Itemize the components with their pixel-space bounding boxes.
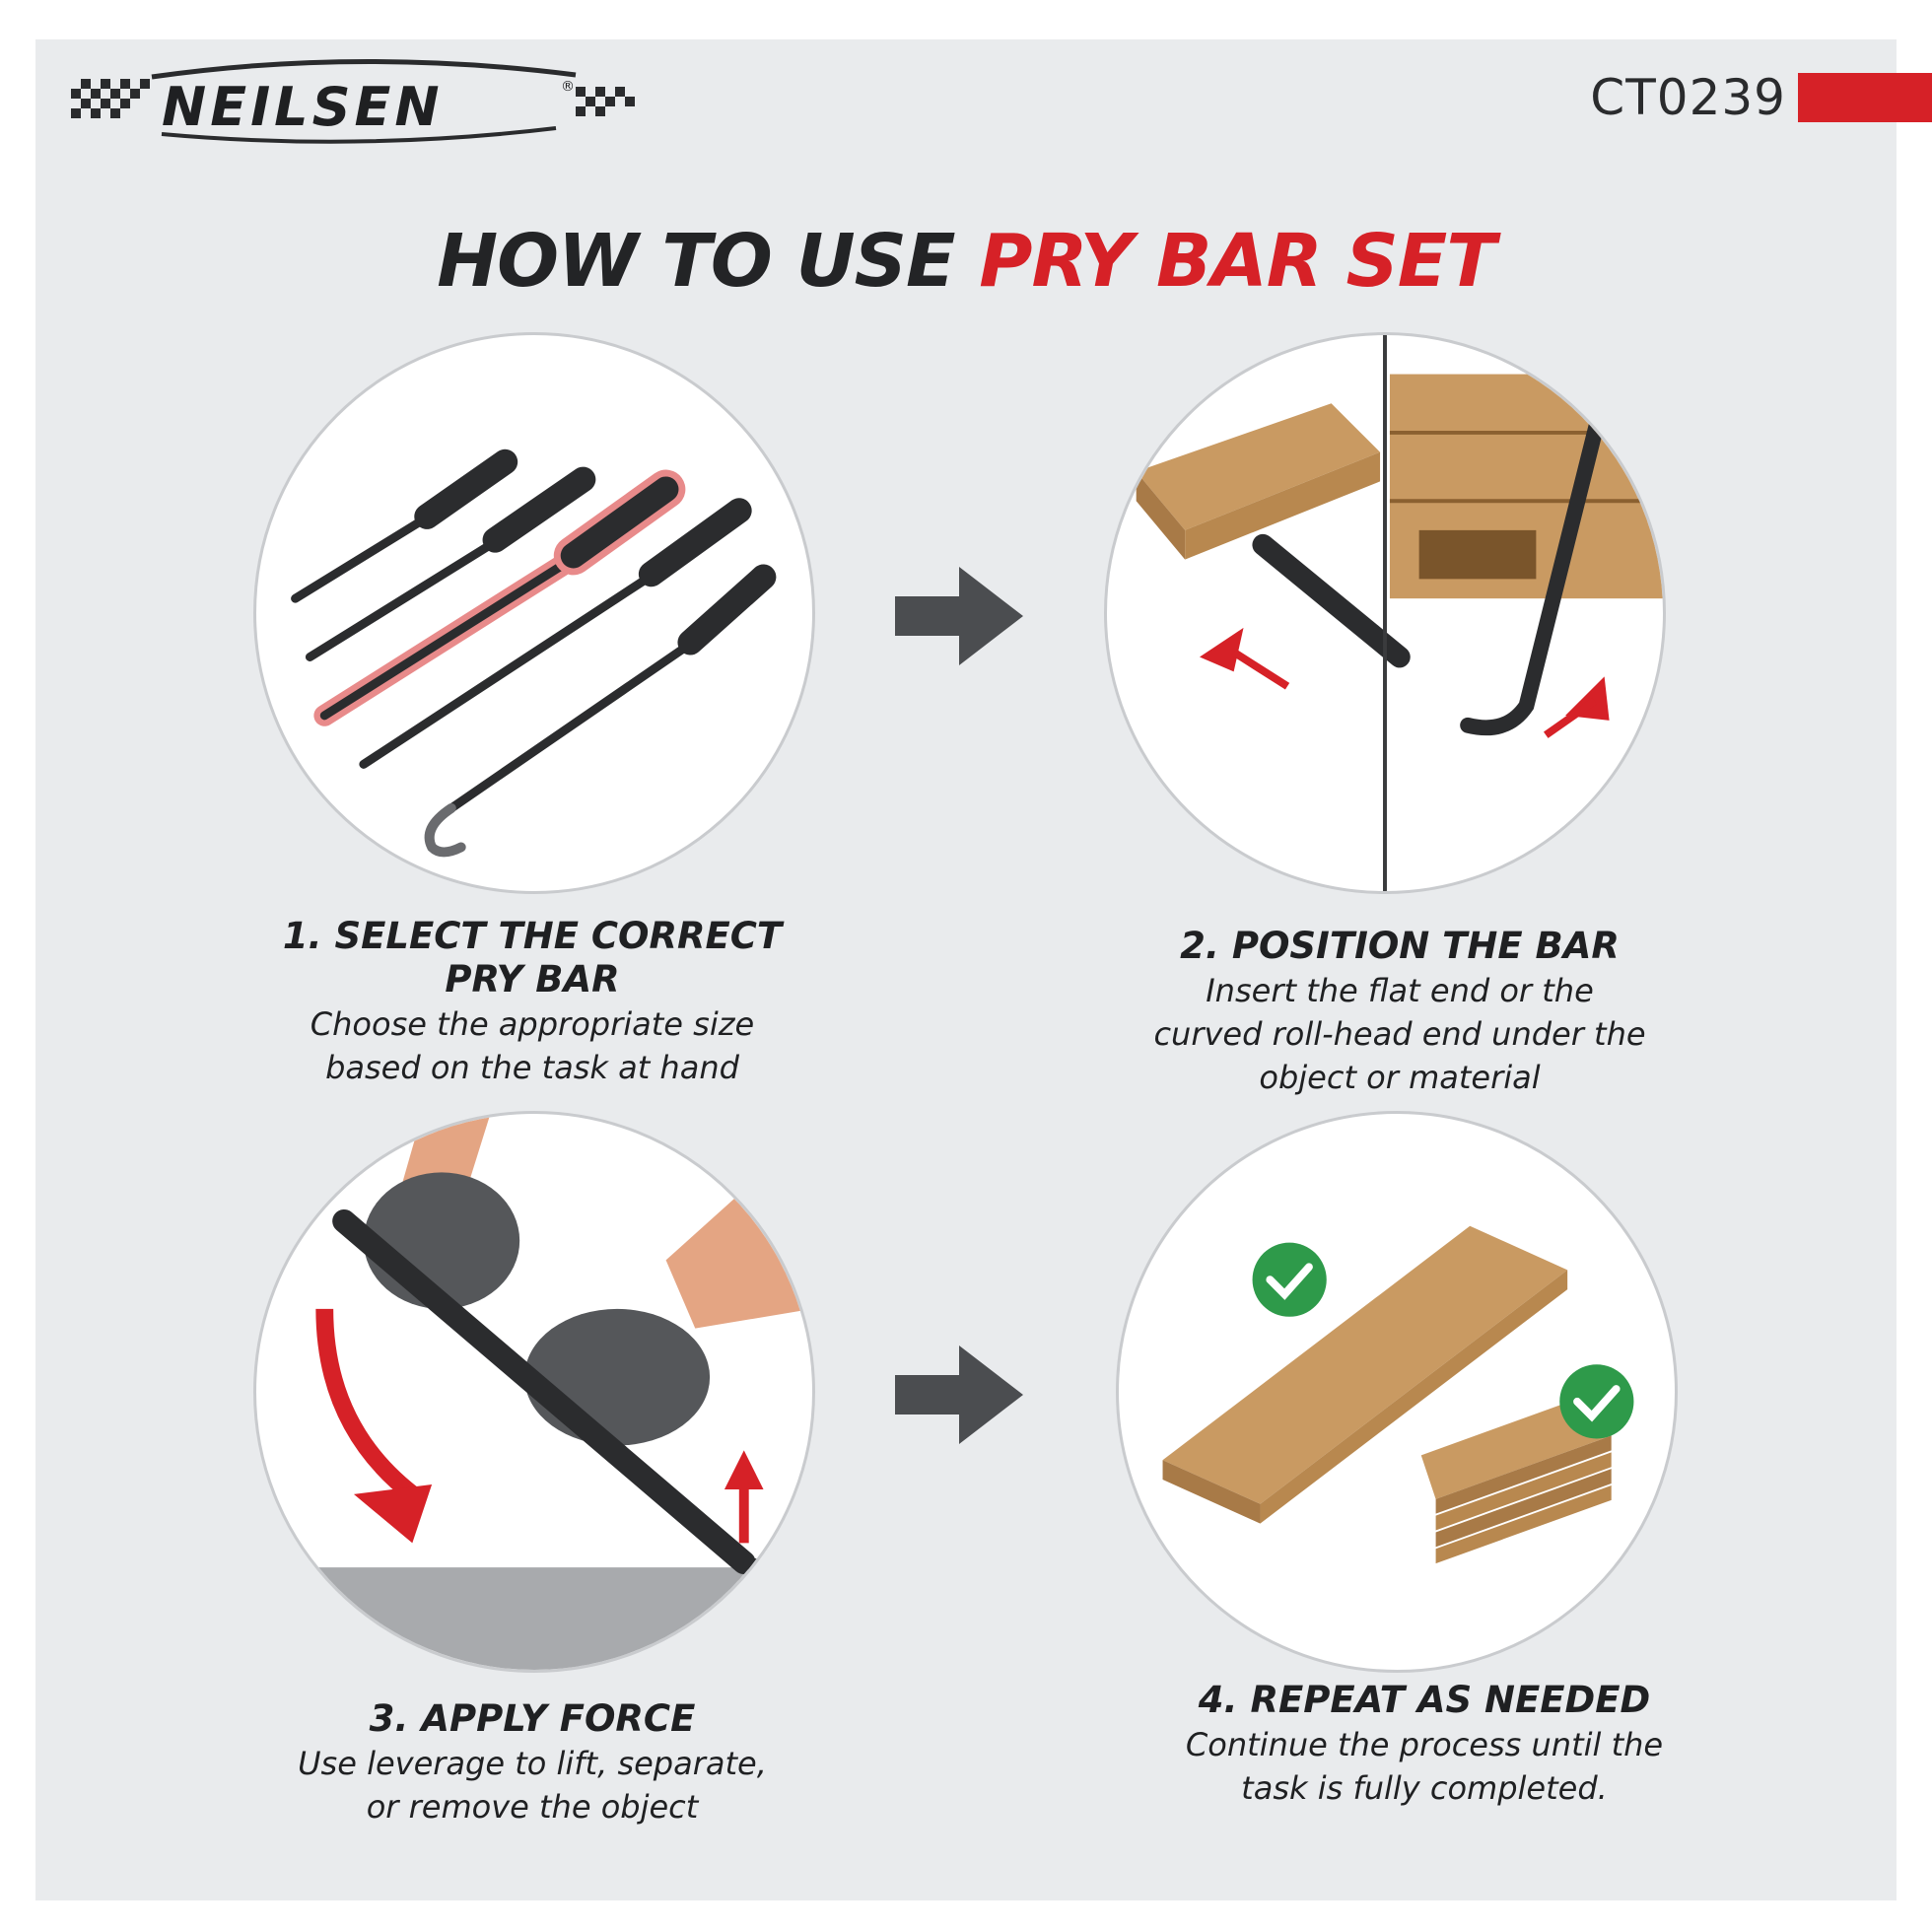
step1-desc-line1: Choose the appropriate size bbox=[310, 1005, 755, 1043]
step1-heading-line1: 1. SELECT THE CORRECT bbox=[282, 915, 783, 957]
product-code-badge: CT0239 bbox=[1590, 69, 1932, 126]
step4-illustration bbox=[1116, 1111, 1678, 1673]
step2-illustration bbox=[1104, 332, 1666, 894]
gloved-hands-icon bbox=[256, 1114, 812, 1670]
position-bar-icon bbox=[1136, 335, 1663, 891]
step1-text: 1. SELECT THE CORRECT PRY BAR Choose the… bbox=[197, 915, 867, 1088]
wood-planks-icon bbox=[1162, 1225, 1634, 1564]
checkered-flag-icon bbox=[71, 79, 150, 118]
arrow-right-icon bbox=[895, 567, 1023, 665]
step2-text: 2. POSITION THE BAR Insert the flat end … bbox=[1065, 925, 1735, 1098]
step2-desc-line3: object or material bbox=[1259, 1059, 1541, 1096]
pry-bars-icon bbox=[291, 448, 777, 858]
step4-heading-line1: 4. REPEAT AS NEEDED bbox=[1198, 1679, 1651, 1721]
neilsen-logo: NEILSEN ® bbox=[71, 58, 635, 144]
step1-desc-line2: based on the task at hand bbox=[325, 1049, 739, 1086]
registered-mark: ® bbox=[561, 79, 575, 95]
step4-text: 4. REPEAT AS NEEDED Continue the process… bbox=[1089, 1679, 1760, 1809]
step4-desc-line1: Continue the process until the bbox=[1185, 1726, 1664, 1763]
title-part2: PRY BAR SET bbox=[979, 219, 1496, 304]
step4-desc-line2: task is fully completed. bbox=[1241, 1769, 1608, 1807]
step1-illustration bbox=[253, 332, 815, 894]
step1-heading-line2: PRY BAR bbox=[445, 958, 620, 1000]
step2-heading-line1: 2. POSITION THE BAR bbox=[1180, 925, 1620, 967]
step3-illustration bbox=[253, 1111, 815, 1673]
step3-text: 3. APPLY FORCE Use leverage to lift, sep… bbox=[197, 1697, 867, 1828]
check-circle-icon bbox=[1559, 1364, 1634, 1439]
step3-desc-line1: Use leverage to lift, separate, bbox=[298, 1745, 767, 1782]
step3-heading-line1: 3. APPLY FORCE bbox=[369, 1697, 696, 1740]
step2-desc-line2: curved roll-head end under the bbox=[1153, 1015, 1646, 1053]
check-circle-icon bbox=[1252, 1242, 1327, 1317]
product-code: CT0239 bbox=[1590, 69, 1786, 126]
step3-desc-line2: or remove the object bbox=[366, 1788, 699, 1826]
title-part1: HOW TO USE bbox=[437, 219, 955, 304]
brand-name: NEILSEN bbox=[162, 76, 444, 138]
arrow-right-icon bbox=[895, 1346, 1023, 1444]
step2-desc-line1: Insert the flat end or the bbox=[1206, 972, 1594, 1009]
page-title: HOW TO USE PRY BAR SET bbox=[0, 219, 1932, 304]
code-accent-bar bbox=[1798, 73, 1932, 122]
